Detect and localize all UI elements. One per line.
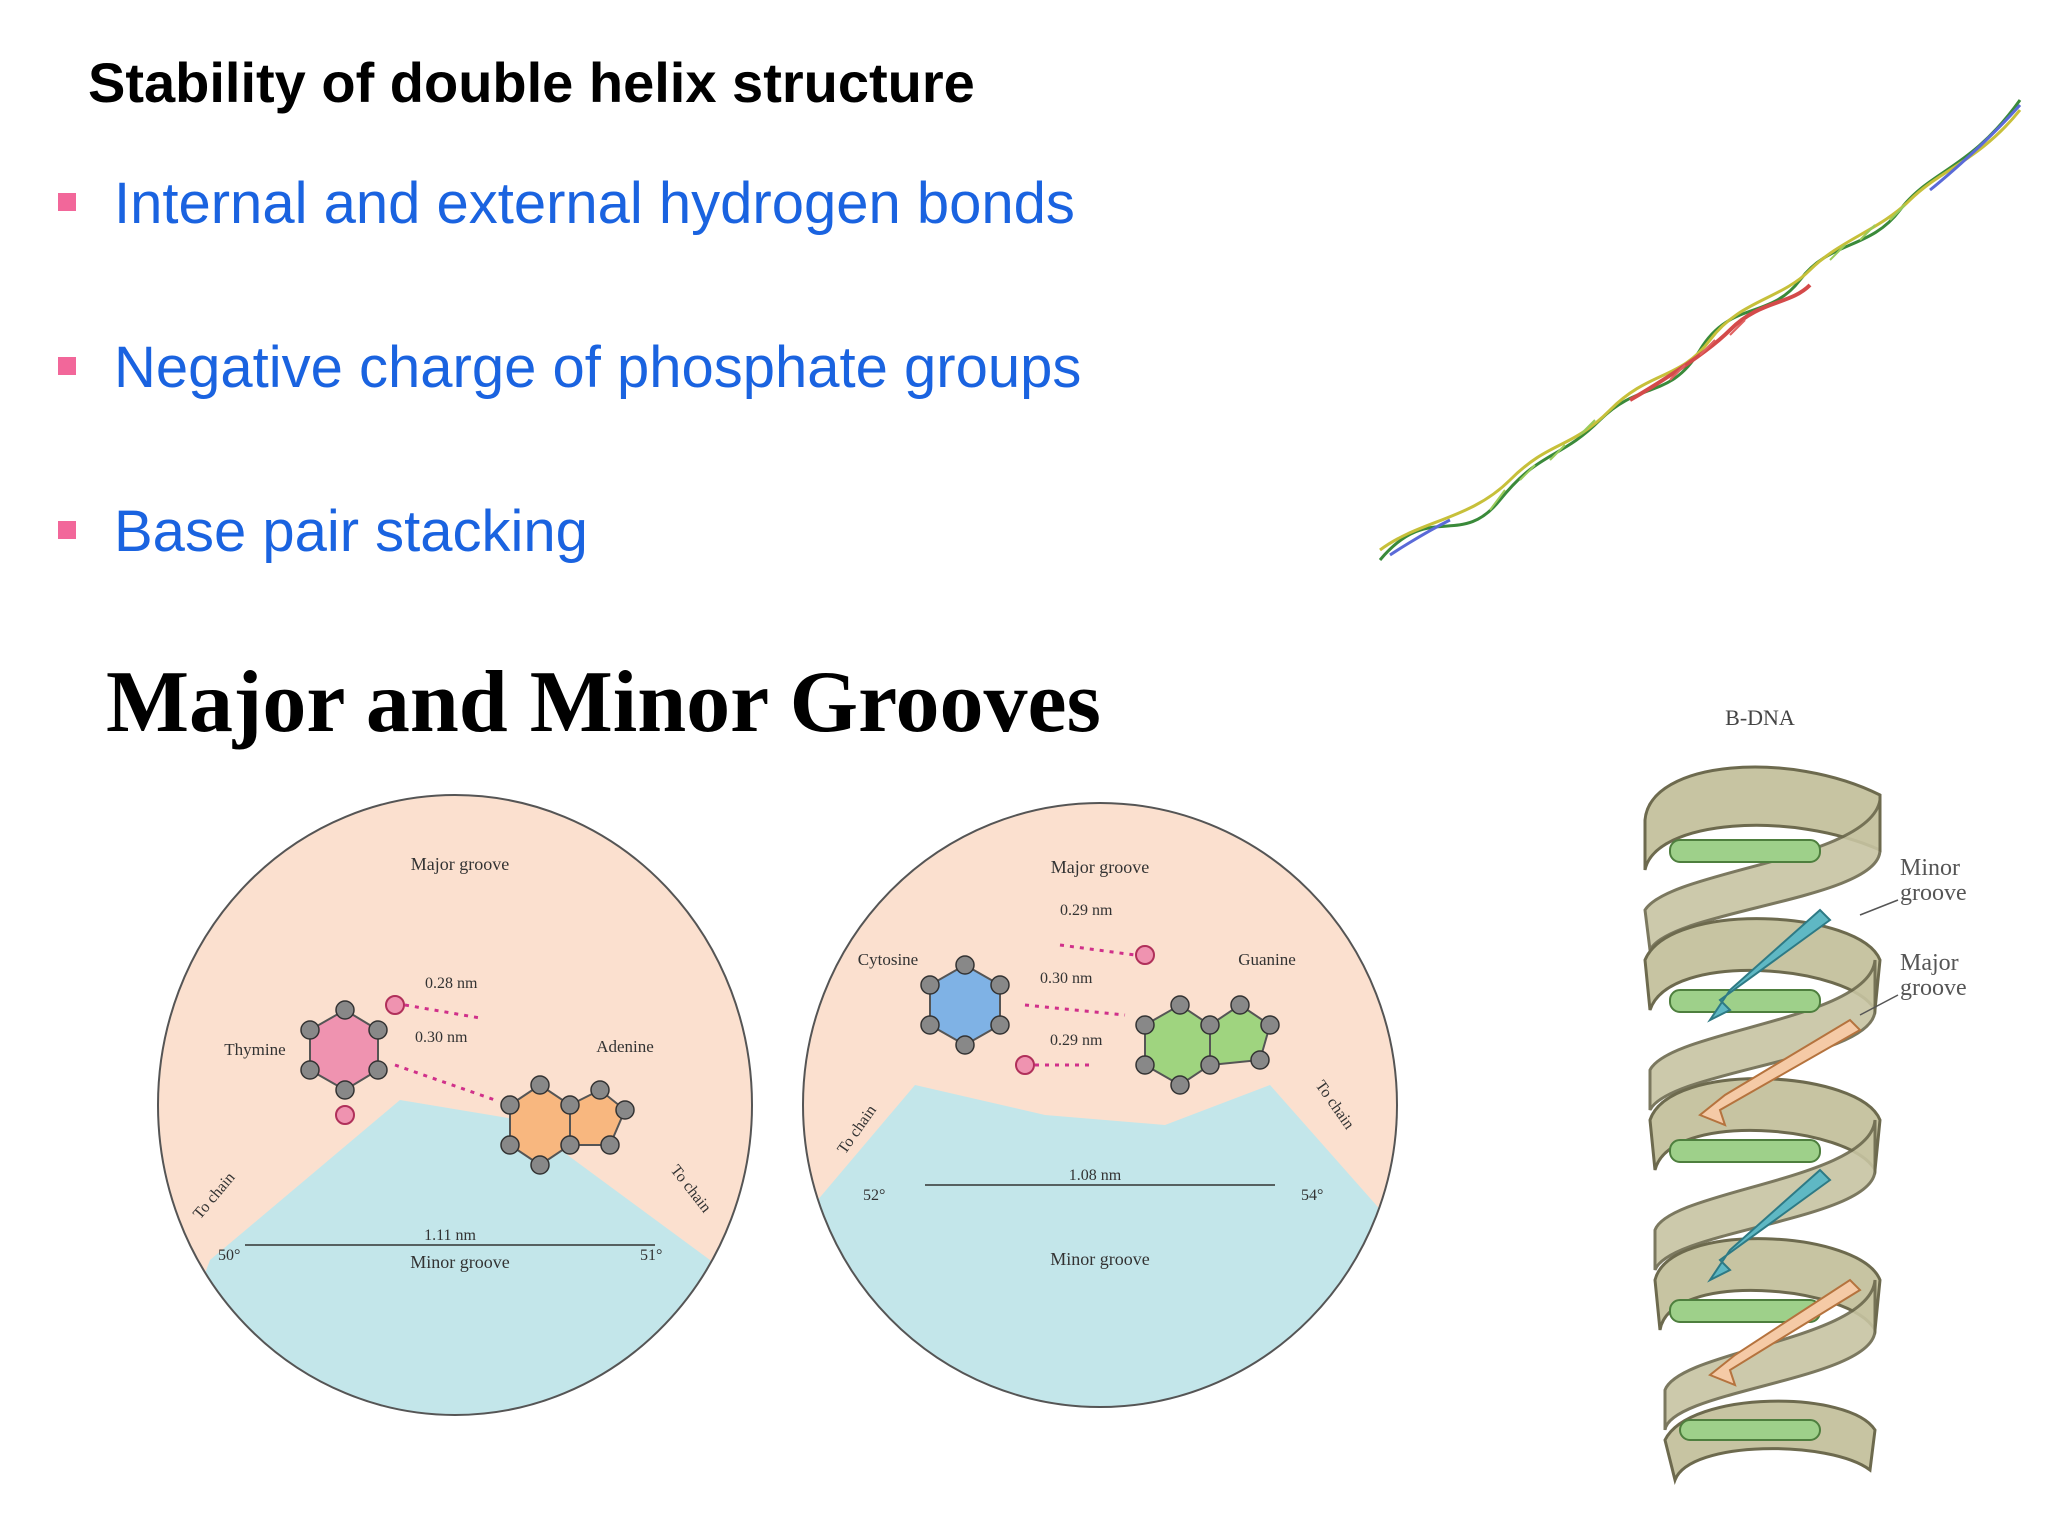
major-groove-label: Major [1900, 950, 1959, 976]
b-dna-illustration: B-DNA Minor groove Major groove [1643, 705, 1967, 1486]
thymine-adenine-pair-diagram: Major groove Minor groove Thymine Adenin… [157, 794, 753, 1416]
slide-title: Stability of double helix structure [88, 51, 975, 114]
width-label: 1.08 nm [1069, 1167, 1122, 1184]
major-groove-label: Major groove [411, 854, 509, 874]
width-label: 1.11 nm [424, 1227, 476, 1244]
dna-helix-strand-illustration [1378, 99, 2022, 561]
distance-label: 0.30 nm [415, 1029, 468, 1046]
cytosine-label: Cytosine [858, 950, 918, 969]
bullet-item: Internal and external hydrogen bonds [58, 165, 1081, 329]
angle-label: 50° [218, 1247, 240, 1264]
bullet-text: Base pair stacking [114, 499, 588, 564]
minor-groove-label: Minor groove [410, 1252, 509, 1272]
distance-label: 0.29 nm [1050, 1032, 1103, 1049]
bullet-text: Negative charge of phosphate groups [114, 335, 1082, 400]
distance-label: 0.30 nm [1040, 970, 1093, 987]
bullet-text: Internal and external hydrogen bonds [114, 171, 1075, 236]
minor-groove-label: Minor [1900, 855, 1960, 881]
minor-groove-label: groove [1900, 880, 1967, 906]
bdna-title: B-DNA [1725, 705, 1795, 730]
bullet-item: Negative charge of phosphate groups [58, 329, 1081, 493]
bullet-list: Internal and external hydrogen bonds Neg… [58, 165, 1081, 657]
guanine-label: Guanine [1238, 950, 1296, 969]
section-title: Major and Minor Grooves [106, 654, 1101, 751]
major-groove-label: Major groove [1051, 857, 1149, 877]
adenine-label: Adenine [596, 1037, 654, 1056]
bullet-item: Base pair stacking [58, 493, 1081, 657]
minor-groove-label: Minor groove [1050, 1249, 1149, 1269]
angle-label: 54° [1301, 1187, 1323, 1204]
square-bullet-icon [58, 357, 76, 375]
major-groove-label: groove [1900, 975, 1967, 1001]
angle-label: 51° [640, 1247, 662, 1264]
distance-label: 0.28 nm [425, 975, 478, 992]
square-bullet-icon [58, 193, 76, 211]
square-bullet-icon [58, 521, 76, 539]
cytosine-guanine-pair-diagram: Major groove Minor groove Cytosine Guani… [802, 802, 1398, 1408]
distance-label: 0.29 nm [1060, 902, 1113, 919]
angle-label: 52° [863, 1187, 885, 1204]
thymine-label: Thymine [224, 1040, 285, 1059]
